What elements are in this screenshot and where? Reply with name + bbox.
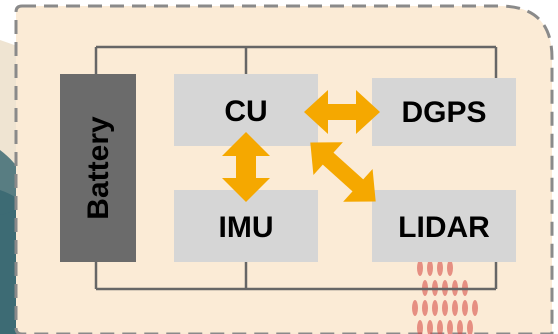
decorative-dots bbox=[412, 260, 478, 334]
cu-imu-arrow bbox=[222, 132, 270, 202]
dgps-label: DGPS bbox=[401, 96, 486, 129]
lidar-block: LIDAR bbox=[372, 190, 516, 262]
cu-dgps-arrow bbox=[304, 90, 380, 134]
imu-label: IMU bbox=[219, 211, 274, 244]
lidar-label: LIDAR bbox=[398, 211, 490, 244]
cu-lidar-arrow bbox=[310, 142, 376, 202]
dgps-block: DGPS bbox=[372, 78, 516, 146]
connection-arrows bbox=[222, 90, 380, 202]
battery-label: Battery bbox=[82, 116, 115, 220]
imu-block: IMU bbox=[174, 190, 318, 262]
battery-block: Battery bbox=[60, 74, 136, 262]
power-wiring bbox=[94, 45, 498, 291]
cu-label: CU bbox=[224, 95, 267, 128]
